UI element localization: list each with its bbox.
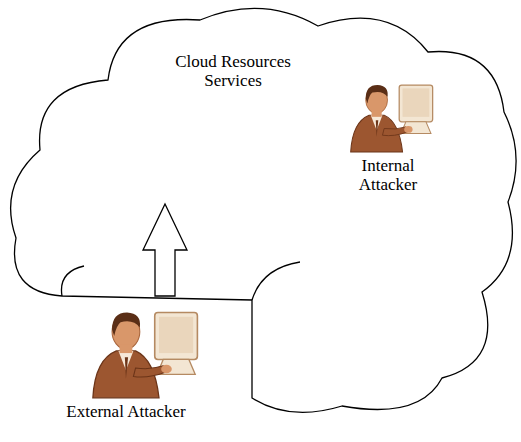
attacker-label: Internal Attacker — [336, 156, 440, 194]
cloud-label: Cloud Resources Services — [148, 52, 318, 90]
node-text-holder: Cloud Resources Services — [148, 52, 318, 90]
node-text-holder: Internal Attacker — [336, 78, 440, 194]
attacker-figure: Internal Attacker — [336, 78, 440, 198]
attacker-figure: External Attacker — [36, 300, 216, 425]
node-text-holder: External Attacker — [36, 300, 216, 421]
attacker-label: External Attacker — [36, 402, 216, 421]
person-icon — [344, 78, 436, 158]
person-icon — [84, 304, 202, 404]
block-arrow — [143, 204, 187, 296]
